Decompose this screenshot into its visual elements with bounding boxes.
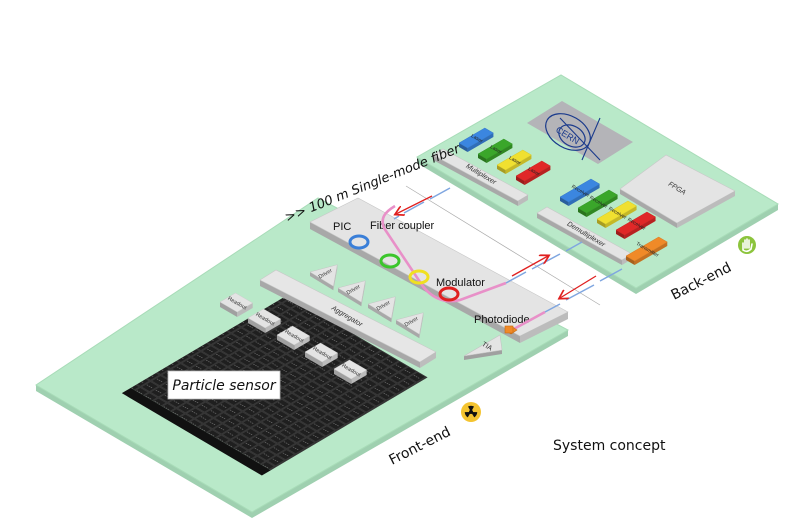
multiplexer-chip: Multiplexer <box>432 148 529 206</box>
control-arrow <box>560 275 597 298</box>
fiber-coupler-label: Fiber coupler <box>370 220 435 232</box>
back-end-board-edge <box>417 157 778 294</box>
uplink-fiber <box>505 241 583 284</box>
fiber-break-line <box>405 185 601 306</box>
ring-resonator-yellow <box>408 269 430 285</box>
system-concept-title: System concept <box>553 438 666 454</box>
laser-chip-label: Laser <box>489 144 503 156</box>
tia-chip: TIA <box>463 334 503 360</box>
readout-chip: Readout <box>247 308 282 333</box>
fpga-chip: FPGA <box>619 154 736 228</box>
back-end-board-surface <box>416 74 779 289</box>
pic-chip: PIC Fiber coupler Modulator Photodiode <box>309 197 569 343</box>
ring-resonator-blue <box>348 234 370 250</box>
safe-hand-icon <box>738 236 756 254</box>
pic-label: PIC <box>333 221 351 233</box>
back-end-board <box>416 74 779 294</box>
receiver-chips: ReceiverReceiverReceiverReceiverTransmit… <box>559 178 668 265</box>
laser-chip: Laser <box>477 138 513 163</box>
uplink-arrow <box>511 256 548 277</box>
receiver-chip: Receiver <box>596 200 638 228</box>
cern-logo: CERN <box>527 101 633 164</box>
laser-chip-label: Laser <box>470 133 484 145</box>
particle-sensor-label-box: Particle sensor <box>167 370 281 400</box>
downlink-arrow <box>396 195 433 214</box>
receiver-chip: Receiver <box>615 211 657 239</box>
sensor-edge <box>121 387 271 476</box>
driver-chip: Driver <box>309 264 338 291</box>
laser-chip: Laser <box>496 149 532 174</box>
driver-chip: Driver <box>337 280 366 307</box>
readout-chip: Readout <box>276 325 311 350</box>
readout-chip: Readout <box>219 292 254 317</box>
readout-chip: Readout <box>304 342 339 367</box>
fiber-links <box>393 185 623 313</box>
photodiode-label: Photodiode <box>474 314 530 326</box>
transmitter-chip: Transmitter <box>625 236 668 265</box>
ring-resonator-red <box>438 286 460 302</box>
receiver-chip: Receiver <box>577 189 619 217</box>
downlink-fiber <box>393 187 451 220</box>
control-fiber <box>544 268 623 313</box>
readout-chip: Readout <box>333 359 368 384</box>
laser-chip-label: Laser <box>508 155 522 167</box>
photodiode-waveguide <box>511 310 546 332</box>
laser-chip: Laser <box>515 160 551 185</box>
driver-chip: Driver <box>395 312 424 339</box>
particle-sensor-label: Particle sensor <box>172 378 276 394</box>
ring-resonator-green <box>379 253 401 269</box>
receiver-chip: Receiver <box>559 178 601 206</box>
laser-chip-label: Laser <box>527 166 541 178</box>
driver-chip: Driver <box>367 296 396 323</box>
modulator-label: Modulator <box>436 277 485 289</box>
photodiode-body <box>504 325 514 334</box>
radiation-hazard-icon <box>461 402 481 422</box>
laser-chip: Laser <box>458 127 494 152</box>
tia-label: TIA <box>480 341 493 353</box>
